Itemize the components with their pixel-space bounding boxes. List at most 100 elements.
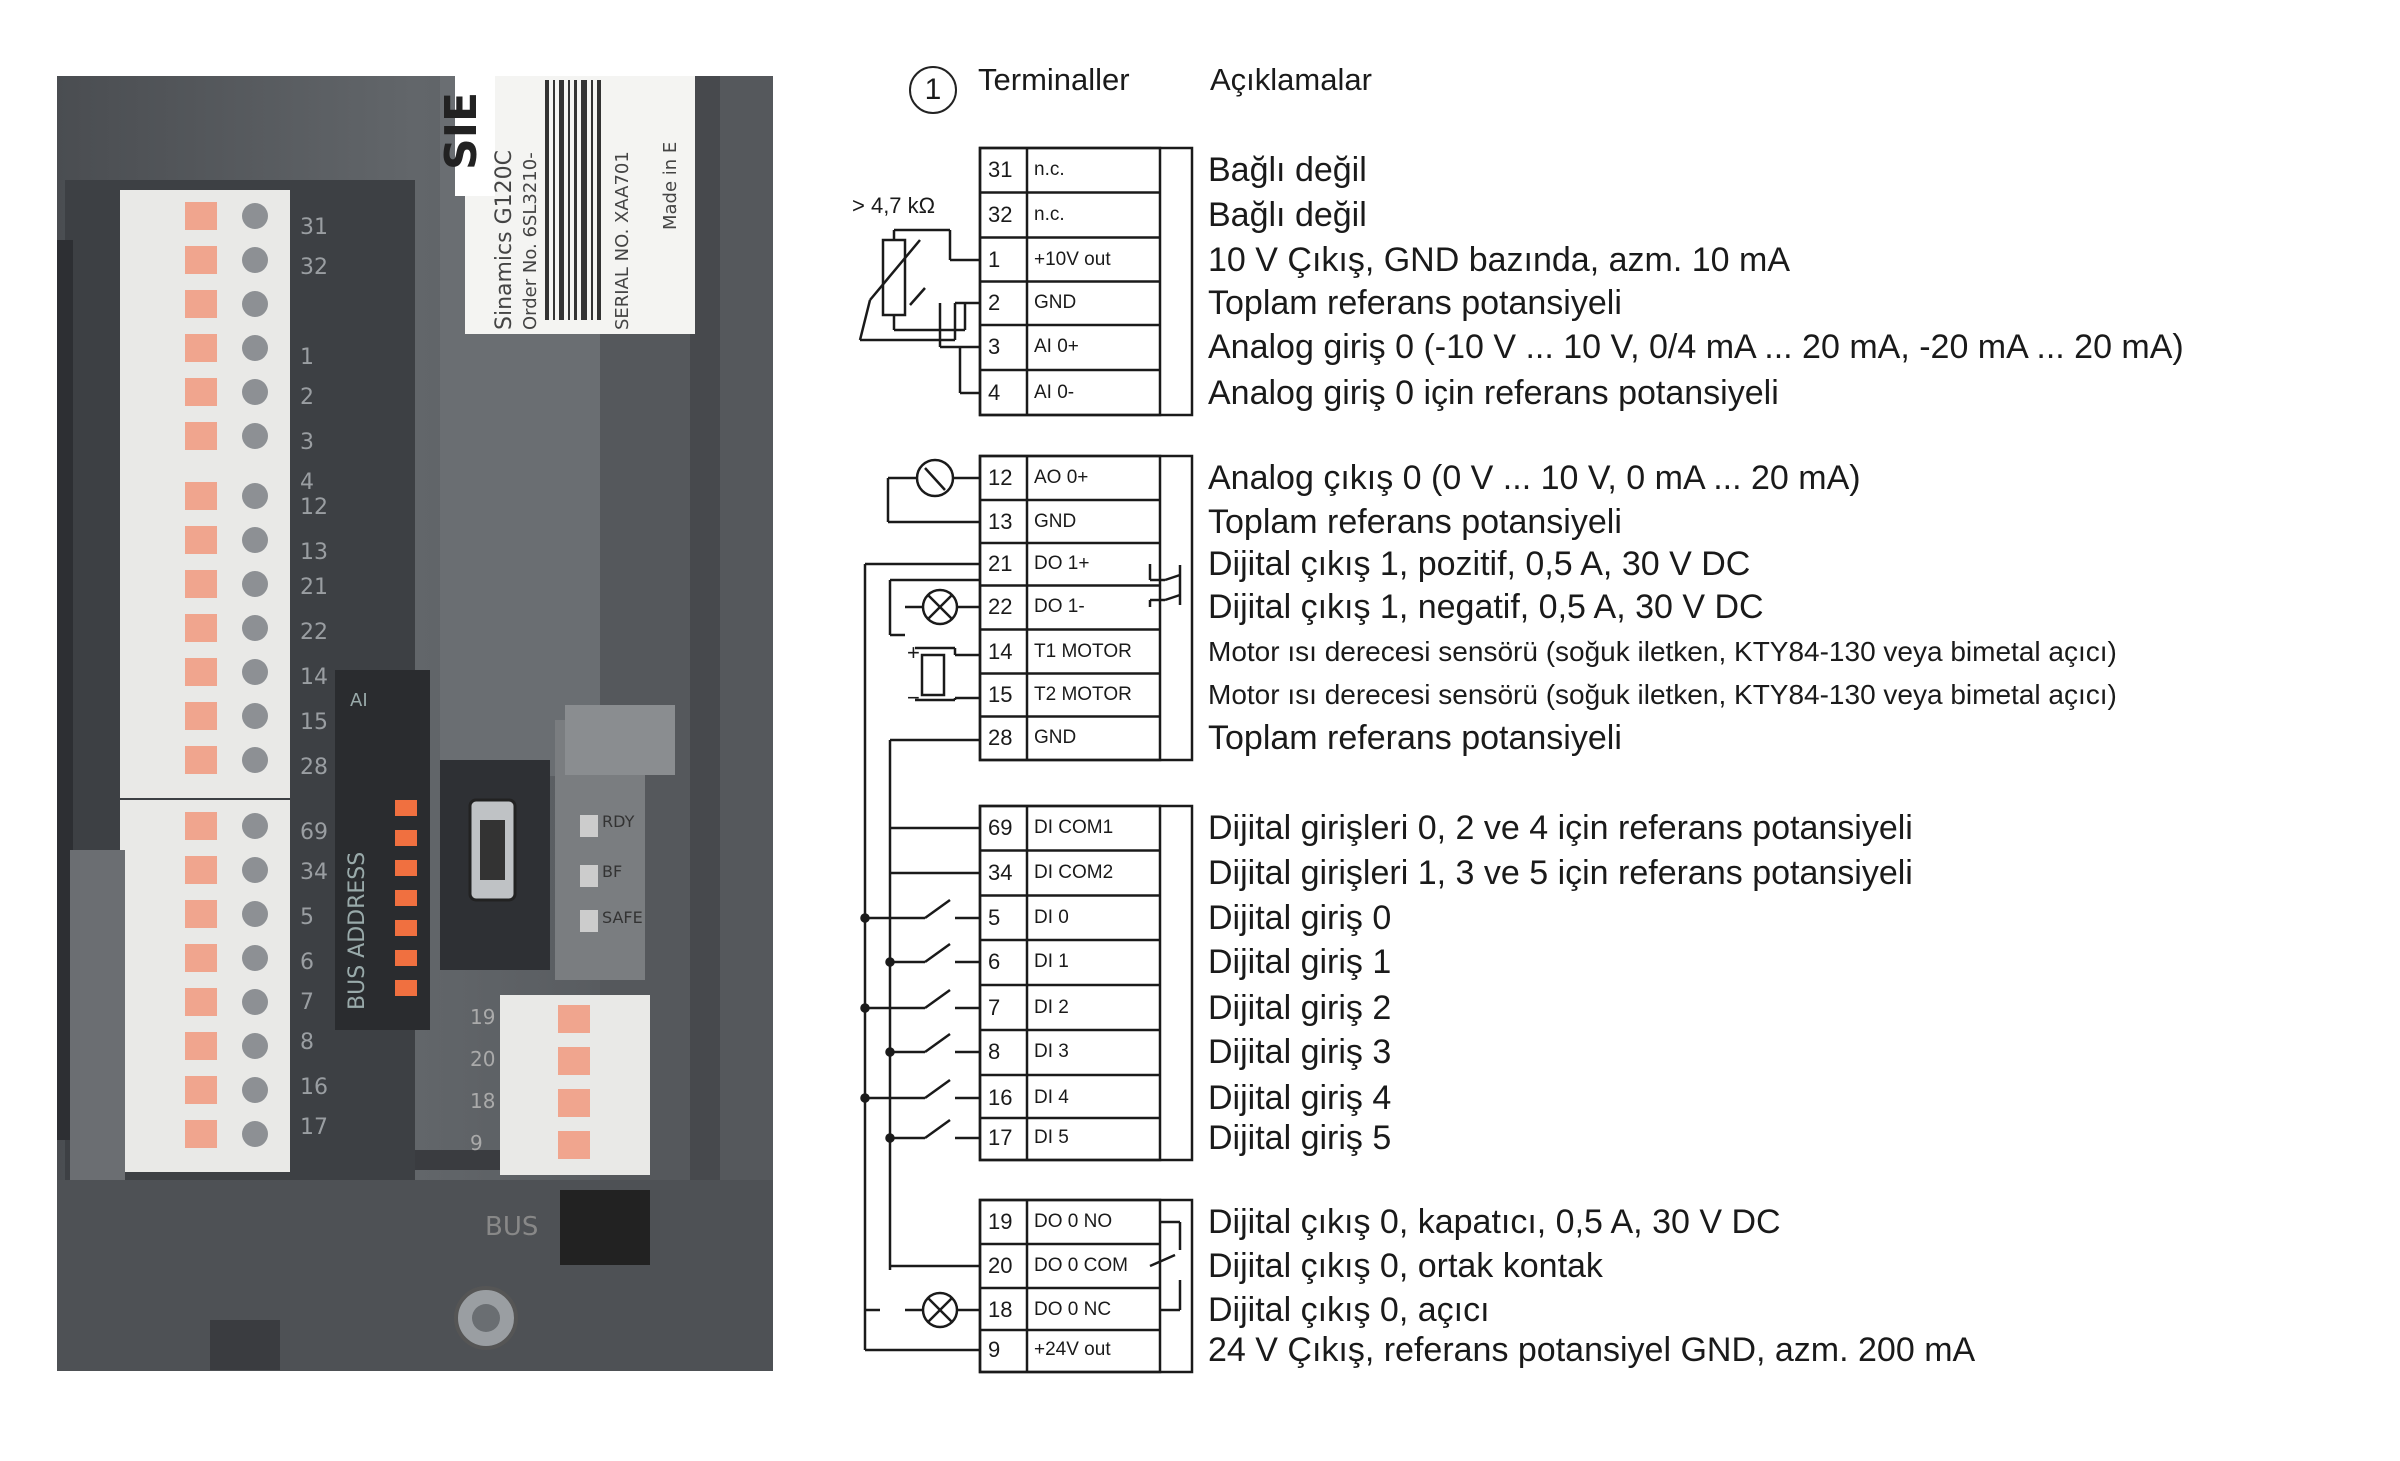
- terminal-number: 69: [988, 815, 1013, 840]
- terminal-description: Dijital giriş 2: [1208, 989, 1392, 1027]
- terminal-release-tab: [185, 482, 217, 510]
- photo-terminal-number: 28: [300, 755, 328, 780]
- terminal-screw: [242, 857, 268, 883]
- terminal-tables: [978, 146, 1194, 1374]
- terminal-description: Dijital çıkış 0, kapatıcı, 0,5 A, 30 V D…: [1208, 1203, 1781, 1241]
- dip-switch: [395, 920, 417, 936]
- terminal-signal: GND: [1034, 292, 1077, 313]
- terminal-description: Toplam referans potansiyeli: [1208, 503, 1622, 541]
- terminal-release-tab: [185, 202, 217, 230]
- terminal-signal: DI COM2: [1034, 862, 1114, 883]
- terminal-screw: [242, 1033, 268, 1059]
- terminal-table-outer-2: [978, 804, 1194, 1162]
- terminal-description: Bağlı değil: [1208, 151, 1367, 189]
- terminal-signal: +10V out: [1034, 249, 1111, 270]
- photo-terminal-number: 13: [300, 540, 328, 565]
- terminal-number: 4: [988, 380, 1001, 405]
- terminal-screw: [242, 203, 268, 229]
- terminal-number: 3: [988, 334, 1001, 359]
- terminal-number: 13: [988, 509, 1013, 534]
- terminal-signal: n.c.: [1034, 204, 1065, 225]
- terminal-screw: [242, 703, 268, 729]
- terminal-release-tab: [185, 812, 217, 840]
- photo-terminal-number: 8: [300, 1030, 314, 1055]
- photo-terminal-number: 22: [300, 620, 328, 645]
- photo-terminal-number: 6: [300, 950, 314, 975]
- terminal-release-tab: [185, 290, 217, 318]
- terminal-description: Dijital girişleri 1, 3 ve 5 için referan…: [1208, 854, 1913, 892]
- terminal-number: 7: [988, 995, 1001, 1020]
- terminal-description: Dijital giriş 0: [1208, 899, 1392, 937]
- terminal-signal: DO 1-: [1034, 596, 1085, 617]
- ai-label: AI: [350, 690, 368, 711]
- terminal-number: 31: [988, 157, 1013, 182]
- terminal-description: Analog giriş 0 için referans potansiyeli: [1208, 374, 1779, 412]
- terminal-screw: [242, 379, 268, 405]
- terminal-release-tab: [185, 658, 217, 686]
- junction-dot: [885, 957, 895, 967]
- terminal-number: 22: [988, 594, 1013, 619]
- terminal-release-tab: [185, 378, 217, 406]
- terminal-release-tab: [558, 1005, 590, 1033]
- photo-terminal-number-right: 9: [470, 1131, 483, 1155]
- terminal-table-outer-1: [978, 454, 1194, 762]
- terminal-number: 15: [988, 682, 1013, 707]
- terminal-release-tab: [185, 988, 217, 1016]
- photo-terminal-number: 7: [300, 990, 314, 1015]
- terminal-release-tab: [185, 526, 217, 554]
- terminal-number: 16: [988, 1085, 1013, 1110]
- junction-dot: [860, 1093, 870, 1103]
- photo-terminal-number-right: 19: [470, 1005, 496, 1029]
- bus-connector: [560, 1190, 650, 1265]
- photo-terminal-number: 12: [300, 495, 328, 520]
- terminal-description: Analog çıkış 0 (0 V ... 10 V, 0 mA ... 2…: [1208, 459, 1861, 497]
- terminal-screw: [242, 615, 268, 641]
- terminal-screw: [242, 659, 268, 685]
- terminal-release-tab: [185, 334, 217, 362]
- photo-terminal-number-right: 18: [470, 1089, 496, 1113]
- photo-terminal-number: 69: [300, 820, 328, 845]
- photo-terminal-number: 31: [300, 215, 328, 240]
- terminal-description: Toplam referans potansiyeli: [1208, 719, 1622, 757]
- terminal-screw: [242, 571, 268, 597]
- lamp-symbol-22: [921, 588, 959, 626]
- junction-dot: [860, 913, 870, 923]
- terminal-description: Dijital çıkış 0, ortak kontak: [1208, 1247, 1603, 1285]
- terminal-description: Dijital giriş 4: [1208, 1079, 1392, 1117]
- terminal-number: 20: [988, 1253, 1013, 1278]
- terminal-release-tab: [185, 1076, 217, 1104]
- terminal-signal: DI COM1: [1034, 817, 1114, 838]
- terminal-signal: DI 1: [1034, 951, 1069, 972]
- photo-terminal-number: 14: [300, 665, 328, 690]
- photo-terminal-number: 5: [300, 905, 314, 930]
- svg-text:−: −: [907, 685, 920, 710]
- terminal-release-tab: [558, 1131, 590, 1159]
- terminal-release-tab: [185, 614, 217, 642]
- device-photo: [57, 76, 773, 1371]
- terminal-description: Motor ısı derecesi sensörü (soğuk iletke…: [1208, 636, 2117, 667]
- terminal-signal: T2 MOTOR: [1034, 684, 1132, 705]
- terminal-number: 17: [988, 1125, 1013, 1150]
- terminal-screw: [242, 483, 268, 509]
- terminal-signal: AI 0+: [1034, 336, 1079, 357]
- terminal-description: 10 V Çıkış, GND bazında, azm. 10 mA: [1208, 241, 1791, 279]
- terminal-description: Dijital çıkış 1, negatif, 0,5 A, 30 V DC: [1208, 588, 1764, 626]
- terminal-screw: [242, 989, 268, 1015]
- terminal-signal: GND: [1034, 727, 1077, 748]
- svg-text:+: +: [907, 640, 920, 665]
- terminal-release-tab: [185, 422, 217, 450]
- terminal-number: 12: [988, 465, 1013, 490]
- terminal-signal: DI 5: [1034, 1127, 1069, 1148]
- terminal-description: Dijital girişleri 0, 2 ve 4 için referan…: [1208, 809, 1913, 847]
- terminal-signal: GND: [1034, 511, 1077, 532]
- terminal-signal: DO 0 COM: [1034, 1255, 1128, 1276]
- header-marker: 1: [909, 66, 957, 114]
- terminal-description: Motor ısı derecesi sensörü (soğuk iletke…: [1208, 679, 2117, 710]
- terminal-signal: T1 MOTOR: [1034, 641, 1132, 662]
- product-label: [465, 76, 695, 334]
- digital-input-switches: [860, 898, 980, 1143]
- terminal-signal: AO 0+: [1034, 467, 1089, 488]
- dip-switch: [395, 890, 417, 906]
- terminal-table-outer-3: [978, 1198, 1194, 1374]
- terminal-signal: DI 4: [1034, 1087, 1069, 1108]
